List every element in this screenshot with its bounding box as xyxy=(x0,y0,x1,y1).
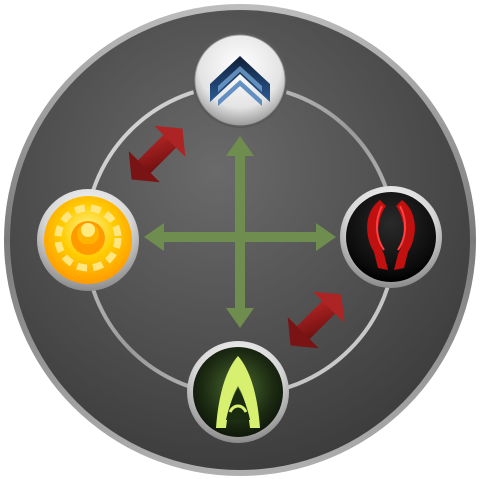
arrowhead-down xyxy=(226,308,254,328)
horizontal-axis-shaft xyxy=(158,232,324,242)
gold-gear-emblem-icon xyxy=(54,204,122,272)
red-claw-emblem-icon xyxy=(367,200,415,270)
faction-node-bottom[interactable] xyxy=(187,341,289,443)
faction-node-right[interactable] xyxy=(340,186,442,288)
conflict-arrow-left-top xyxy=(128,125,186,183)
arrowhead-up xyxy=(226,136,254,156)
faction-node-left[interactable] xyxy=(37,189,139,291)
alliance-cross-arrows xyxy=(144,136,336,328)
arrowhead-left xyxy=(144,223,164,251)
arrowhead-right xyxy=(316,223,336,251)
chevron-emblem-icon xyxy=(210,56,270,106)
faction-node-top[interactable] xyxy=(192,32,288,128)
green-arch-emblem-icon xyxy=(216,356,260,428)
